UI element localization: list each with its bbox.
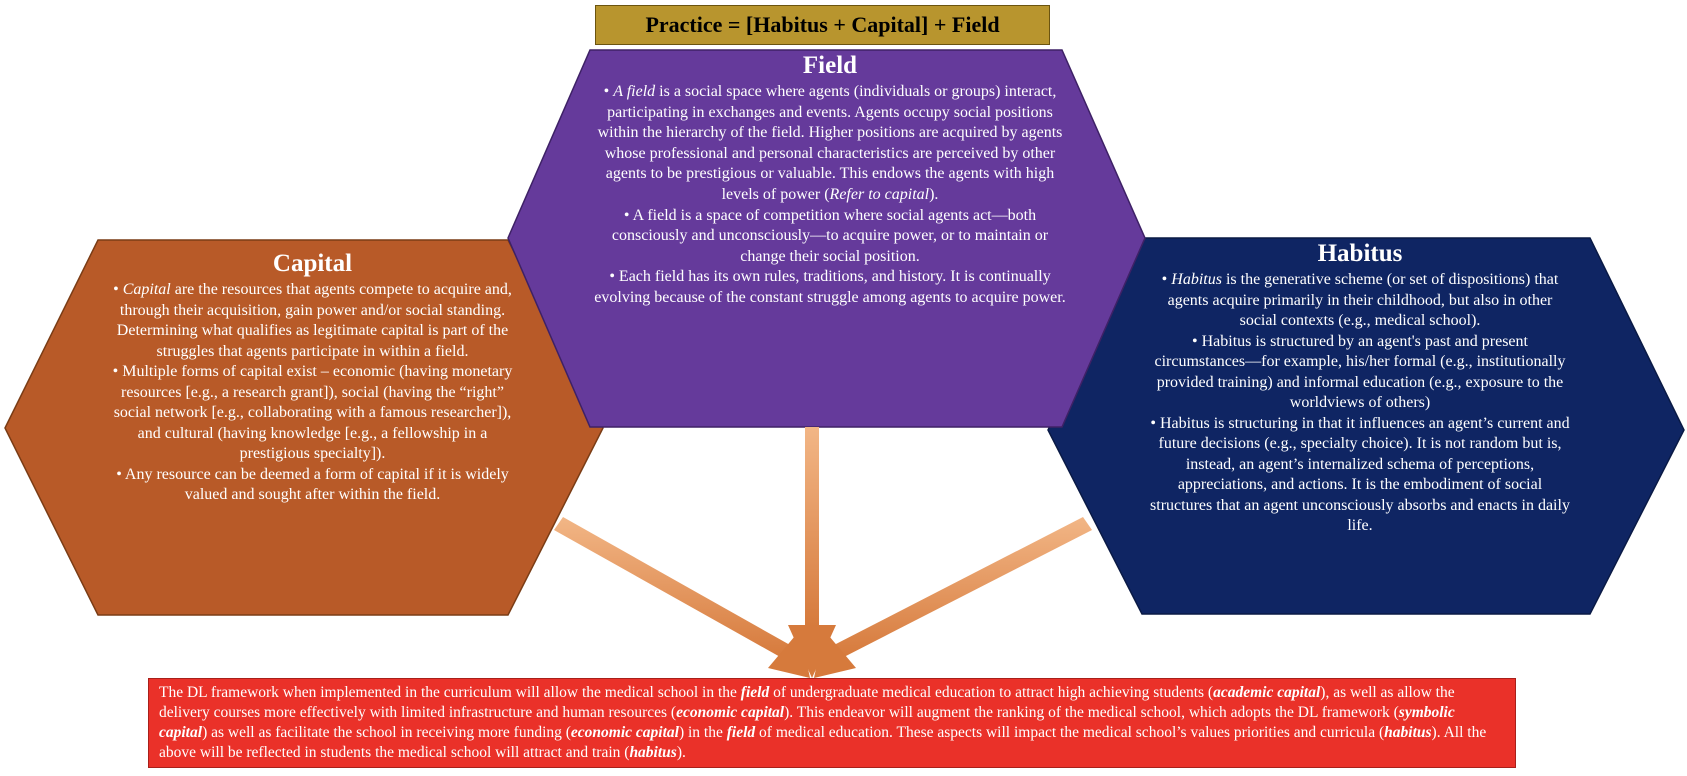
capital-hexagon: [4, 239, 604, 616]
formula-title: Practice = [Habitus + Capital] + Field: [595, 5, 1050, 45]
arrow-from-capital: [554, 517, 810, 678]
field-point-3: • Each field has its own rules, traditio…: [594, 268, 1066, 306]
habitus-point-3: • Habitus is structuring in that it infl…: [1150, 414, 1570, 535]
field-hexagon: [507, 49, 1146, 428]
capital-point-3: • Any resource can be deemed a form of c…: [116, 465, 509, 504]
habitus-content: Habitus • Habitus is the generative sche…: [1150, 240, 1570, 537]
habitus-point-1: • Habitus is the generative scheme (or s…: [1161, 271, 1559, 329]
habitus-heading: Habitus: [1317, 240, 1403, 267]
field-point-1: • A field is a social space where agents…: [597, 83, 1063, 203]
field-heading: Field: [802, 52, 858, 79]
dl-framework-summary: The DL framework when implemented in the…: [148, 678, 1516, 768]
capital-point-1: • Capital are the resources that agents …: [113, 281, 512, 360]
field-content: Field • A field is a social space where …: [590, 52, 1070, 309]
capital-heading: Capital: [272, 250, 353, 277]
arrow-from-habitus: [814, 517, 1092, 678]
capital-point-2: • Multiple forms of capital exist – econ…: [112, 363, 513, 462]
habitus-point-2: • Habitus is structured by an agent's pa…: [1154, 332, 1566, 412]
field-point-2: • A field is a space of competition wher…: [611, 206, 1049, 265]
capital-content: Capital • Capital are the resources that…: [110, 250, 515, 506]
